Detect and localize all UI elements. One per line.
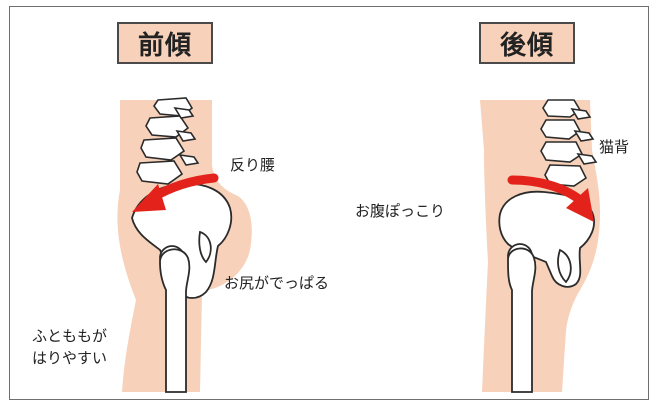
label-buttocks-protrude: お尻がでっぱる: [224, 273, 329, 293]
right-title: 後傾: [479, 22, 575, 64]
right-femur: [508, 248, 535, 392]
label-thigh-line2: はりやすい: [32, 348, 107, 368]
label-thigh-line1: ふとももが: [32, 326, 107, 346]
label-arched-back: 反り腰: [230, 155, 275, 175]
label-hunched-back: 猫背: [599, 137, 629, 157]
label-belly-protrude: お腹ぽっこり: [355, 201, 445, 221]
left-title: 前傾: [117, 22, 213, 64]
